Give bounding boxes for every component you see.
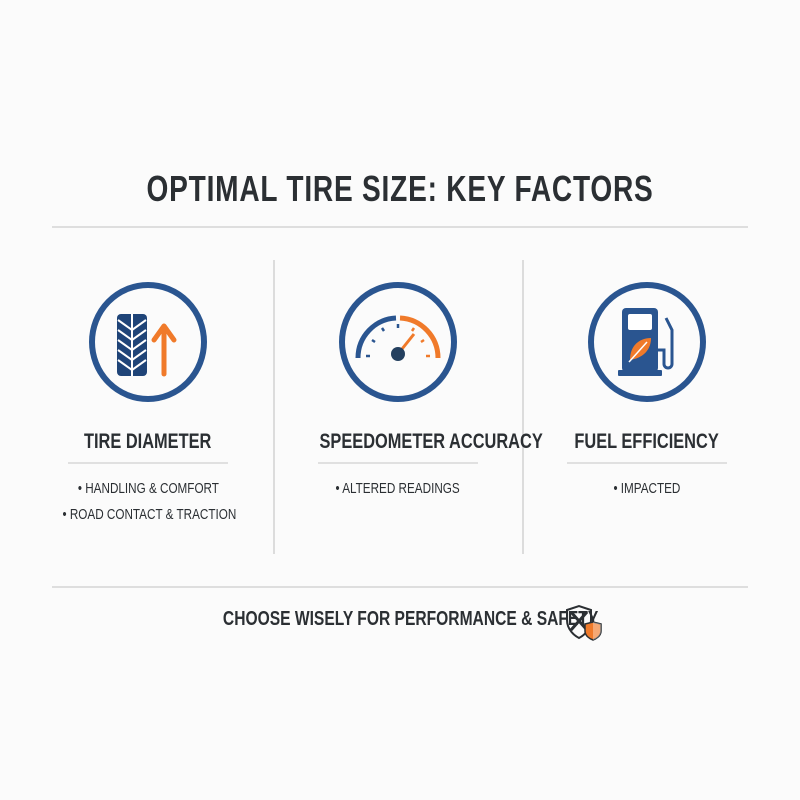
fuel-pump-leaf-icon — [588, 282, 706, 402]
bullet-item: • HANDLING & COMFORT — [77, 480, 219, 497]
heading-underline — [567, 462, 727, 464]
tire-with-up-arrow-icon — [89, 282, 207, 402]
footer-text: CHOOSE WISELY FOR PERFORMANCE & SAFETY — [222, 608, 599, 630]
factor-heading: SPEEDOMETER ACCURACY — [319, 430, 543, 453]
bullet-item: • ROAD CONTACT & TRACTION — [62, 506, 237, 523]
factor-tire-diameter: TIRE DIAMETER • HANDLING & COMFORT • ROA… — [38, 280, 258, 528]
speedometer-icon — [339, 282, 457, 402]
page-title: OPTIMAL TIRE SIZE: KEY FACTORS — [146, 168, 654, 209]
factor-fuel-efficiency: FUEL EFFICIENCY • IMPACTED — [537, 280, 757, 502]
factor-speedometer-accuracy: SPEEDOMETER ACCURACY • ALTERED READINGS — [288, 280, 543, 502]
title-divider — [52, 226, 748, 228]
bullet-item: • ALTERED READINGS — [335, 480, 461, 497]
column-divider — [522, 260, 524, 554]
heading-underline — [68, 462, 228, 464]
heading-underline — [318, 462, 478, 464]
factor-heading: TIRE DIAMETER — [84, 430, 212, 453]
bullet-item: • IMPACTED — [613, 480, 681, 497]
footer-divider — [52, 586, 748, 588]
wrench-shield-icon — [566, 604, 602, 641]
column-divider — [273, 260, 275, 554]
factor-heading: FUEL EFFICIENCY — [574, 430, 720, 453]
